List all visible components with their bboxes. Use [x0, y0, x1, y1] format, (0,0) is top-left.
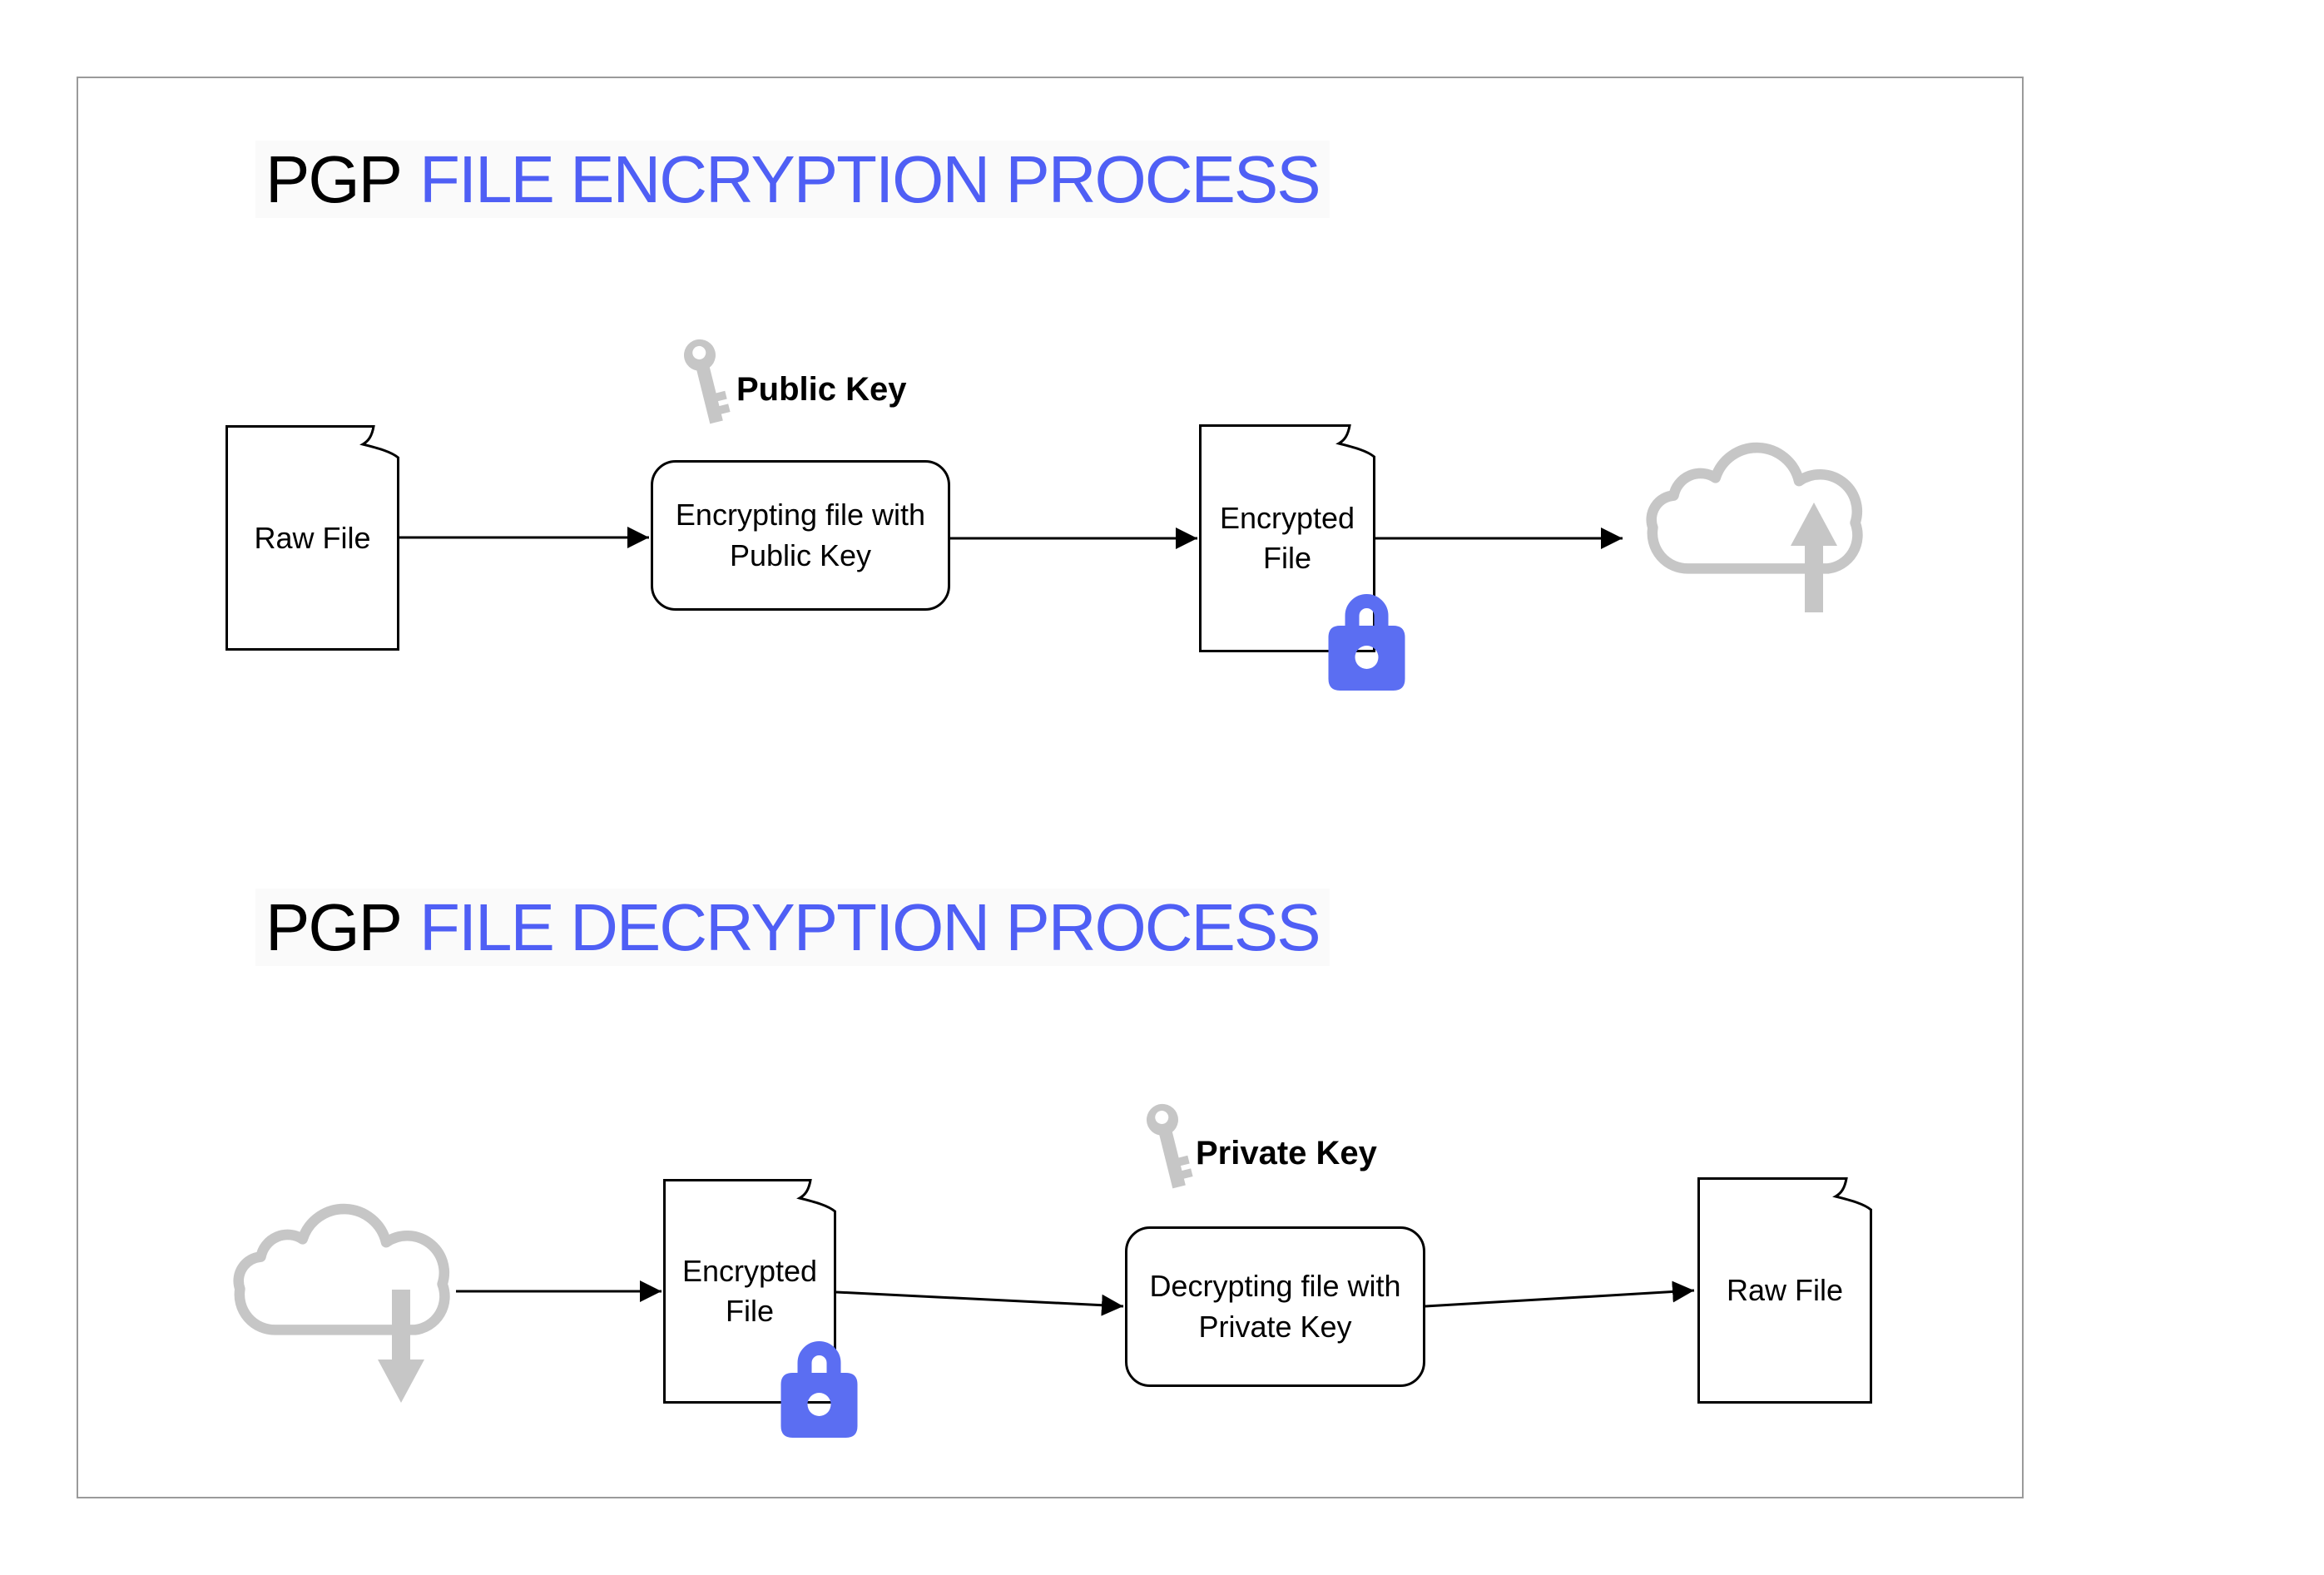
title-pgp: PGP: [265, 889, 403, 964]
private-key-label: Private Key: [1196, 1135, 1377, 1171]
raw-file-document: Raw File: [225, 425, 399, 651]
file-shape-icon: [225, 425, 399, 651]
file-shape-icon: [1697, 1177, 1872, 1404]
encrypt-process-box: Encrypting file with Public Key: [651, 460, 950, 611]
lock-icon: [1328, 594, 1405, 691]
private-key-icon: [1147, 1103, 1193, 1189]
flow-arrow: [835, 1290, 1124, 1316]
download-arrow-icon: [378, 1290, 424, 1403]
decryption-title: PGP FILE DECRYPTION PROCESS: [255, 889, 1330, 966]
public-key-icon: [684, 339, 731, 424]
title-decryption-text: FILE DECRYPTION PROCESS: [419, 889, 1321, 964]
flow-arrow: [1425, 1280, 1695, 1308]
file-shape-icon: [663, 1179, 836, 1404]
raw-file-label: Raw File: [1726, 1273, 1844, 1308]
encrypted-file-label: Encrypted File: [681, 1254, 818, 1328]
decrypt-process-box: Decrypting file with Private Key: [1125, 1226, 1425, 1387]
encryption-title: PGP FILE ENCRYPTION PROCESS: [255, 141, 1330, 218]
file-shape-icon: [1199, 424, 1375, 652]
upload-arrow-icon: [1791, 503, 1837, 612]
title-encryption-text: FILE ENCRYPTION PROCESS: [419, 141, 1321, 216]
encrypted-file-document: Encrypted File: [663, 1179, 836, 1404]
title-pgp: PGP: [265, 141, 403, 216]
raw-file-label: Raw File: [254, 520, 371, 555]
public-key-label: Public Key: [736, 371, 907, 408]
encrypted-file-label: Encrypted File: [1219, 501, 1355, 575]
lock-icon: [780, 1341, 858, 1438]
raw-file-document: Raw File: [1697, 1177, 1872, 1404]
encrypted-file-document: Encrypted File: [1199, 424, 1375, 652]
